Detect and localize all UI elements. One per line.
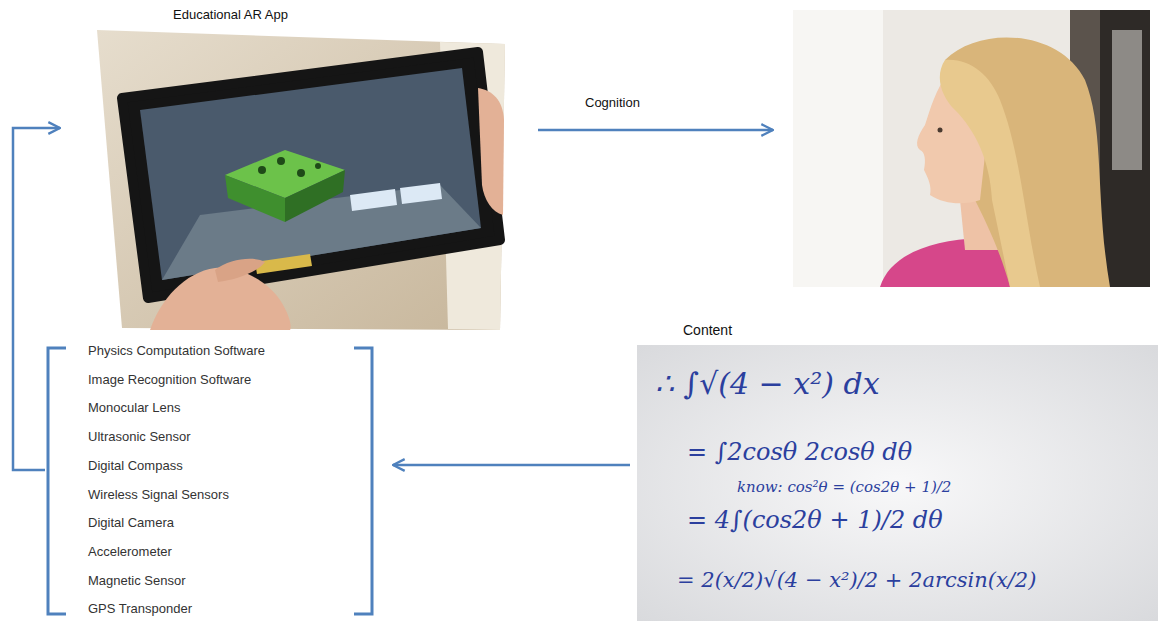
photo-heading: Educational AR App [173,7,288,23]
screen-card [400,183,442,204]
sensor-list: Physics Computation SoftwareImage Recogn… [45,340,375,620]
component-item: Ultrasonic Sensor [88,429,191,445]
component-item: Wireless Signal Sensors [88,487,229,503]
terrain-side [285,170,345,222]
math-line: ∴ ∫√(4 − x²) dx [655,366,880,402]
content-heading: Content [683,322,732,339]
component-item: GPS Transponder [88,601,192,617]
right-bracket [354,348,372,614]
math-line: = ∫2cosθ 2cosθ dθ [687,438,912,467]
window-pane [1112,30,1142,170]
photo-background [793,10,1150,287]
window-frame [1100,10,1150,287]
left-thumb [215,259,265,282]
left-bracket [48,348,66,614]
tablet-body [122,52,500,298]
content-arrow [393,464,630,467]
tree [258,166,266,174]
ar-app-photo-art [97,30,505,330]
learner-photo-art [793,10,1150,287]
content-whiteboard: Content ∴ ∫√(4 − x²) dx = ∫2cosθ 2cosθ dθ k… [637,318,1158,621]
screen-card [350,189,397,211]
whiteboard-art [637,345,1158,621]
edge-label-holder: Cognition [582,95,643,111]
cognition-arrow [538,129,773,132]
math-note: know: cos²θ = (cos2θ + 1)/2 [737,478,951,496]
component-item: Accelerometer [88,544,172,560]
component-item: Magnetic Sensor [88,573,186,589]
tree [315,163,321,169]
whiteboard [637,345,1158,621]
component-item: Digital Camera [88,515,174,531]
learner-photo [793,10,1150,287]
math-line: = 2(x/2)√(4 − x²)/2 + 2arcsin(x/2) [677,568,1036,593]
tree [297,169,305,177]
ar-app-photo: Educational AR App [85,5,525,330]
tablet-screen [140,68,481,280]
tree [277,157,285,165]
list-brackets [48,348,372,614]
component-item: Physics Computation Software [88,343,265,359]
component-item: Monocular Lens [88,400,181,416]
screen-tab [255,254,312,274]
eye [938,128,943,133]
terrain-front [225,175,285,222]
edge-label: Cognition [582,95,643,111]
math-line: = 4∫(cos2θ + 1)/2 dθ [687,506,943,535]
hair-front [940,60,1040,287]
component-item: Image Recognition Software [88,372,251,388]
feedback-arrow [13,128,60,470]
right-hand [478,88,504,215]
component-item: Digital Compass [88,458,183,474]
photo-wall [97,30,505,330]
bright-window [793,10,883,287]
connectors [13,128,773,470]
